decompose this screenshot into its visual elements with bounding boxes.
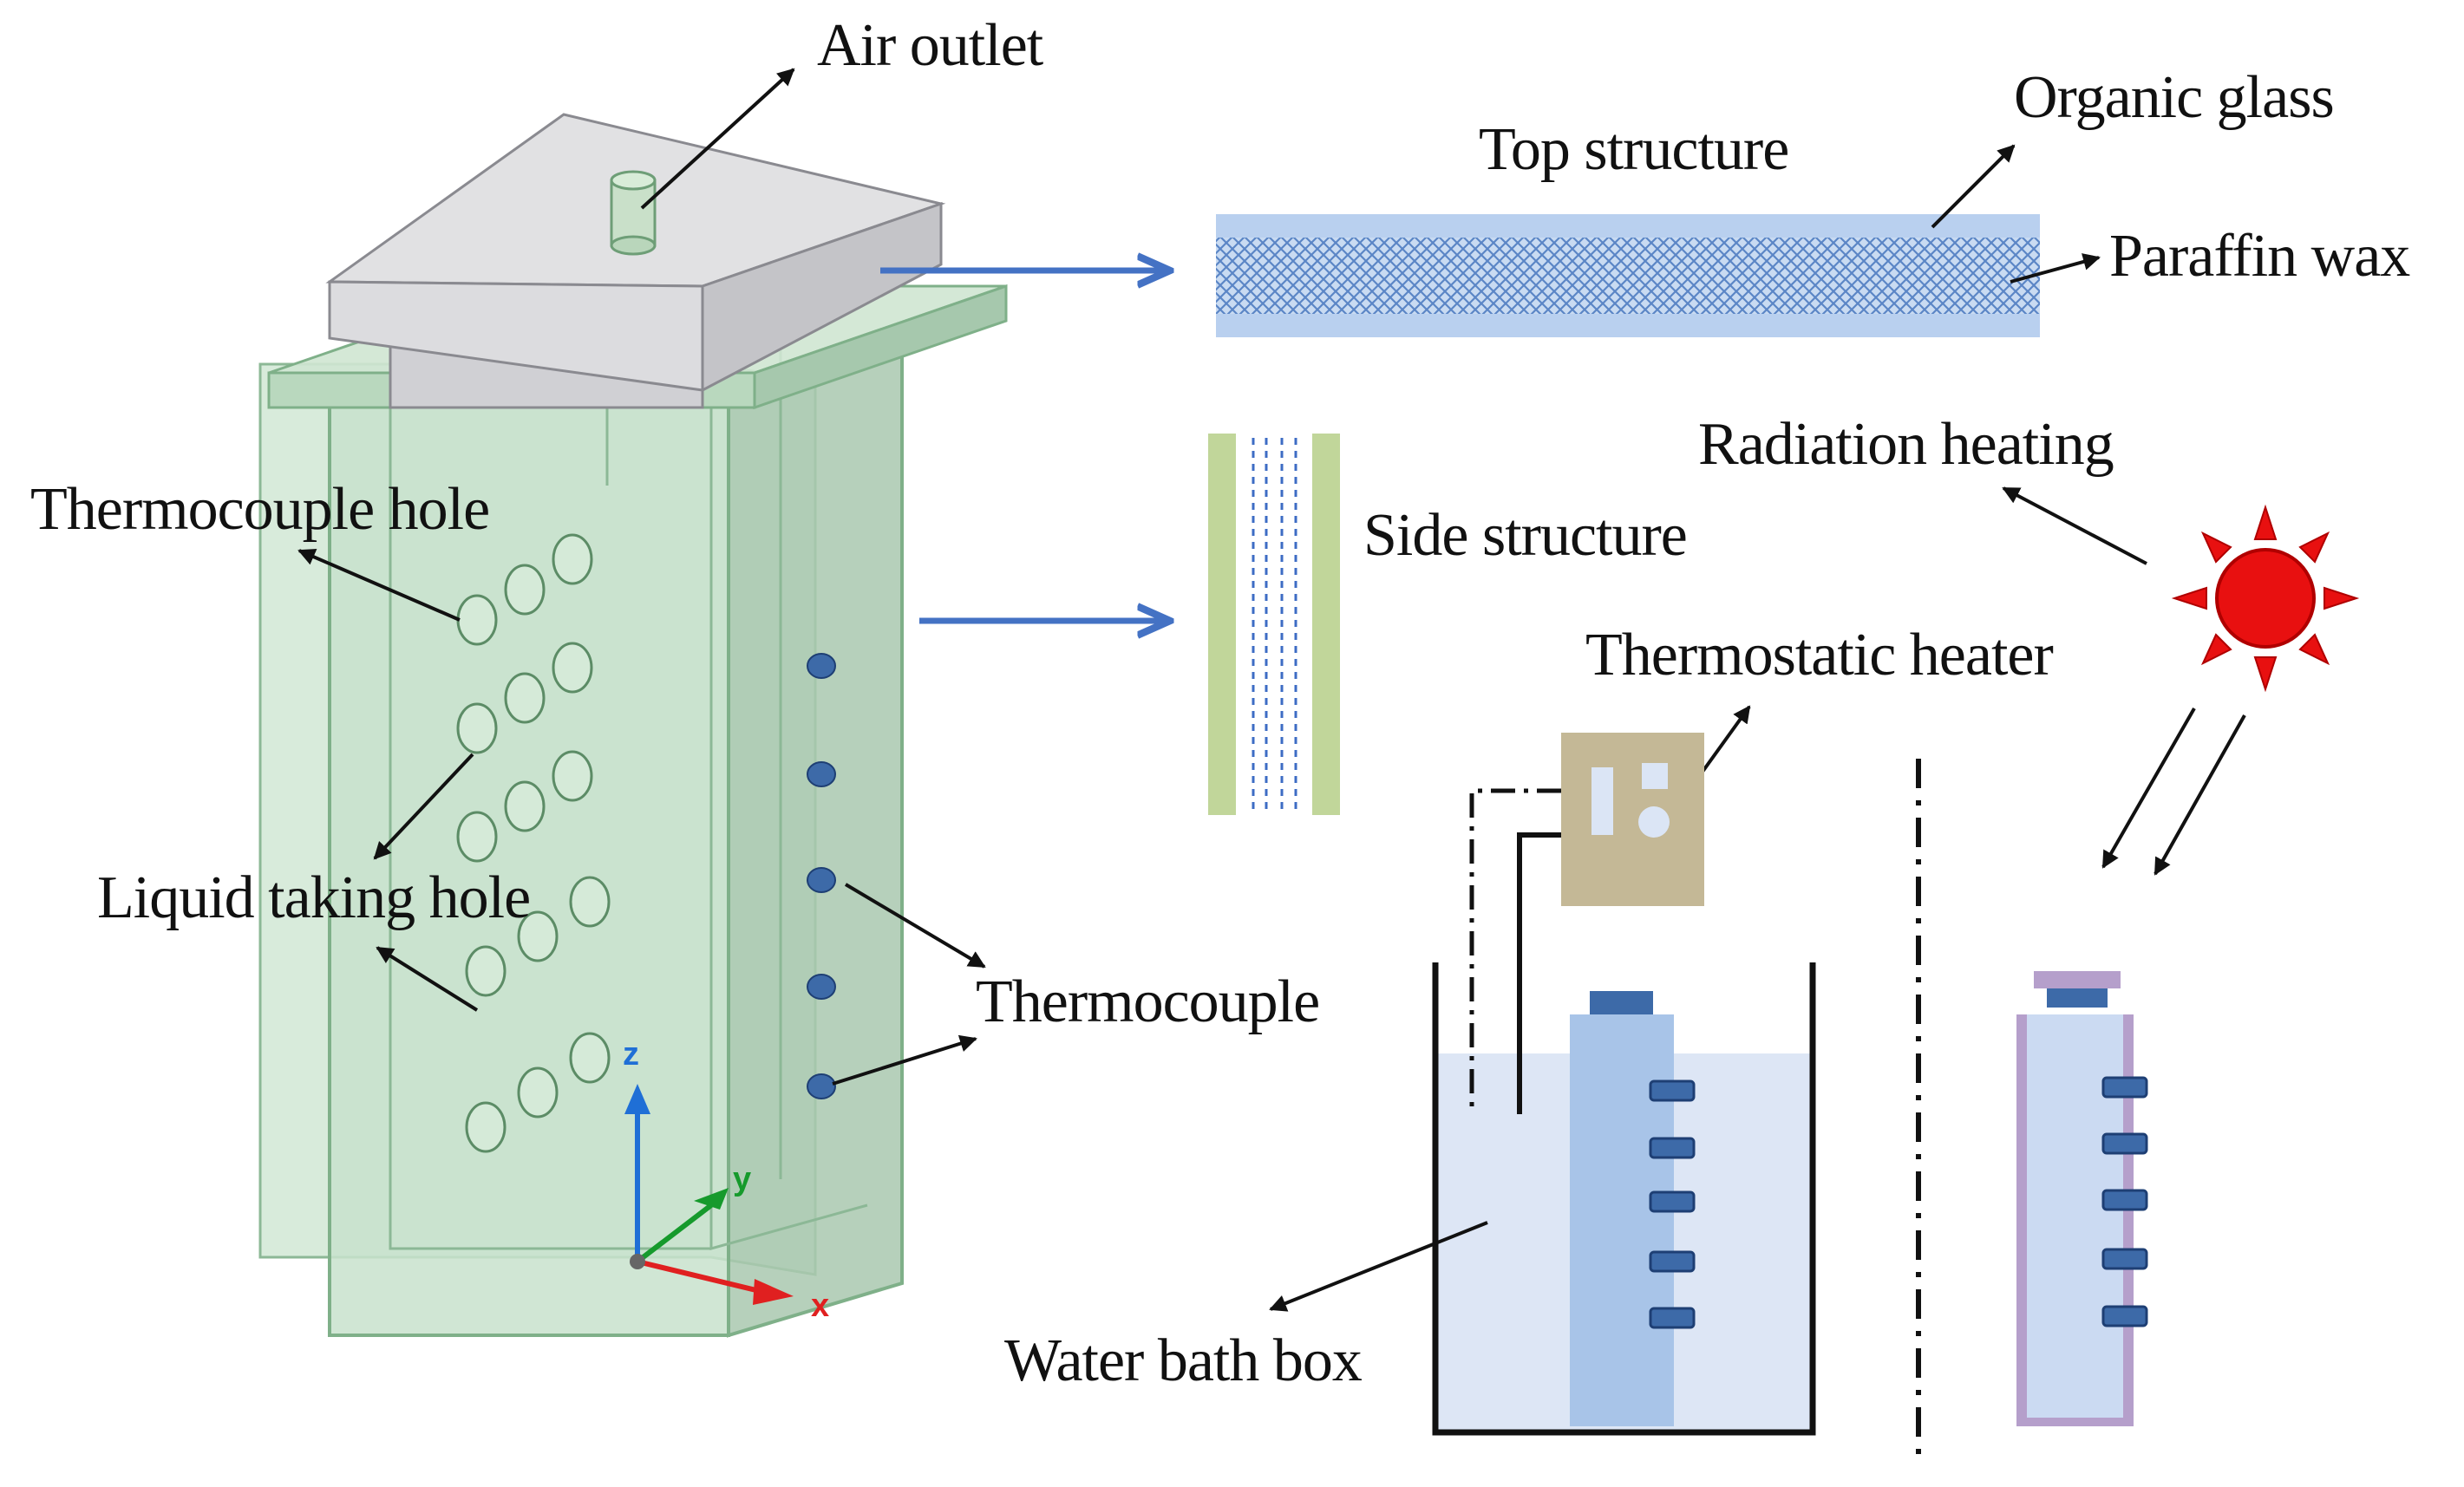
- paraffin-wax-layer: [1216, 238, 2040, 314]
- lid-right: [701, 201, 943, 393]
- thermocouple-pointer-upper: [844, 883, 986, 969]
- container-flange-right: [753, 284, 1008, 410]
- paraffin-wax-pointer: [2010, 253, 2101, 284]
- container-inner-edge: [389, 408, 711, 1250]
- side-outer-layer-left: [1208, 434, 1236, 815]
- sample-tube: [1570, 1014, 1674, 1426]
- radiation-sample-section: [2016, 971, 2148, 1426]
- water-bath-pointer: [1269, 1221, 1488, 1312]
- thermocouple-pointer-lower: [832, 1034, 977, 1086]
- container-3d: z y x: [258, 113, 1008, 1338]
- thermocouple-hole-cylinder: [456, 750, 593, 863]
- air-outlet-label: Air outlet: [817, 12, 1044, 79]
- thermocouple-dots: [807, 653, 836, 1099]
- side-structure-section: Side structure: [1208, 434, 1688, 815]
- liquid-hole-pointer-lower: [376, 946, 479, 1012]
- tube-thermocouples: [1649, 1079, 1696, 1329]
- coordinate-axes: z y x: [623, 1036, 829, 1324]
- z-axis-label: z: [623, 1036, 639, 1073]
- radiation-tube-inner: [2027, 1014, 2123, 1418]
- water-bath-box: [1432, 962, 1816, 1436]
- container-inner-edge: [709, 399, 868, 1250]
- thermostatic-heater-label: Thermostatic heater: [1585, 622, 2053, 688]
- thermocouple-hole-pointer: [297, 548, 461, 622]
- paraffin-wax-label: Paraffin wax: [2109, 223, 2410, 290]
- organic-glass-pointer: [1931, 144, 2016, 229]
- air-outlet-pointer: [640, 68, 795, 210]
- thermocouple-hole-cylinder: [465, 1032, 611, 1153]
- organic-glass-label: Organic glass: [2014, 64, 2334, 131]
- thermocouple-label: Thermocouple: [976, 969, 1319, 1035]
- radiation-heating-pointer: [2002, 486, 2147, 565]
- container-right-face: [727, 331, 904, 1338]
- radiation-ray: [2101, 708, 2196, 869]
- radiation-heating-section: Radiation heating: [1698, 411, 2360, 876]
- liquid-hole-pointer-upper: [373, 753, 474, 860]
- x-axis-label: x: [811, 1288, 829, 1324]
- radiation-heating-label: Radiation heating: [1698, 411, 2114, 478]
- air-outlet-pipe: [610, 170, 657, 256]
- liquid-hole-cylinder: [456, 642, 593, 754]
- thermocouple-hole-cylinder: [456, 533, 593, 646]
- side-outer-layer-right: [1312, 434, 1340, 815]
- side-hole-cylinders: [456, 533, 611, 1153]
- side-structure-label: Side structure: [1363, 502, 1687, 569]
- radiation-tube-lid: [2034, 971, 2121, 988]
- y-axis-label: y: [733, 1161, 751, 1197]
- water-bath-box-label: Water bath box: [1004, 1327, 1363, 1394]
- thermocouple-hole-label: Thermocouple hole: [30, 476, 489, 543]
- liquid-taking-hole-label: Liquid taking hole: [97, 864, 530, 931]
- water-bath-section: Thermostatic heater Water bath box: [1004, 622, 2054, 1436]
- top-structure-section: Top structure Organic glass Paraffin wax: [1216, 64, 2411, 337]
- radiation-tube-cap: [2047, 988, 2108, 1008]
- sun-icon: [2171, 504, 2360, 693]
- radiation-ray: [2154, 714, 2246, 876]
- thermostatic-heater-box: [1561, 733, 1704, 906]
- liquid-hole-cylinder: [465, 876, 611, 997]
- heater-cable-solid: [1517, 832, 1561, 1114]
- sample-tube-cap: [1590, 991, 1653, 1014]
- top-structure-label: Top structure: [1479, 116, 1788, 183]
- radiation-tube-thermocouples: [2101, 1076, 2148, 1327]
